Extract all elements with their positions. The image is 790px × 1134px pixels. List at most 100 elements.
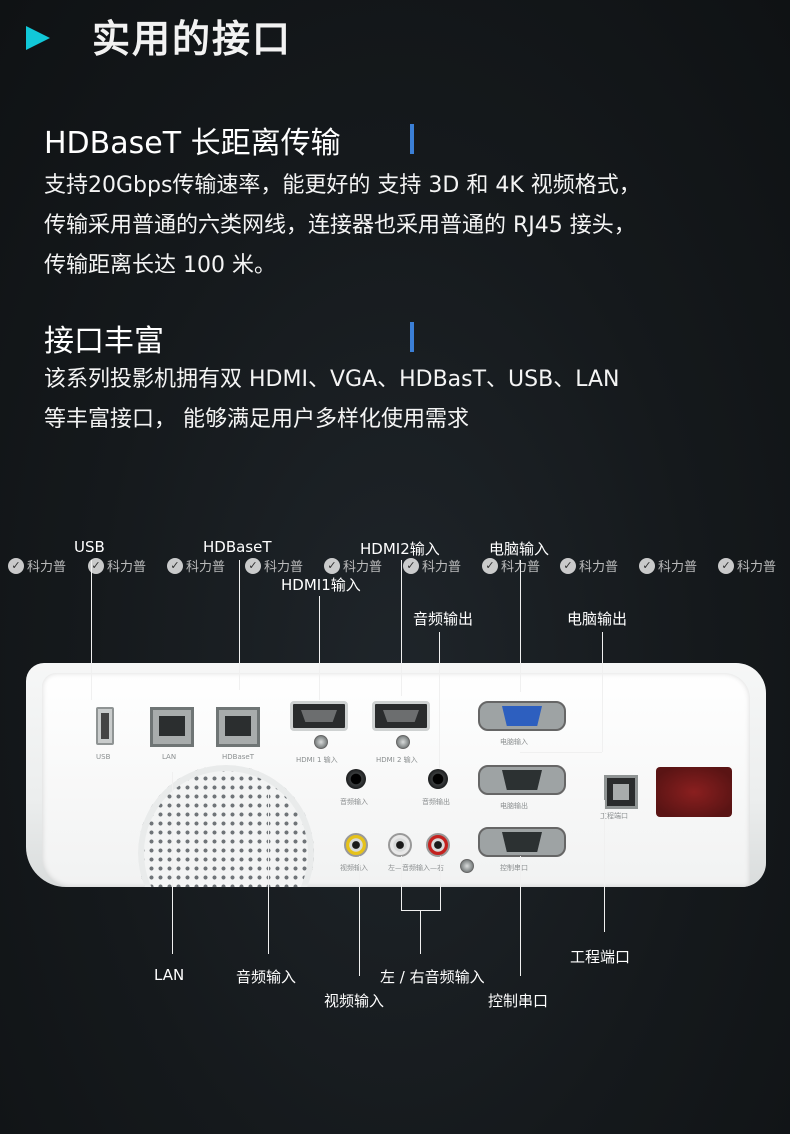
- audio-left-rca: [388, 833, 412, 857]
- callout-service-port: 工程端口: [570, 948, 631, 966]
- leader-line: [520, 560, 521, 692]
- watermark: ✓科力普: [560, 556, 618, 575]
- leader-line: [91, 560, 92, 700]
- watermark-text: 科力普: [658, 560, 698, 575]
- watermark-text: 科力普: [579, 560, 619, 575]
- section-body-interfaces: 该系列投影机拥有双 HDMI、VGA、HDBasT、USB、LAN 等丰富接口，…: [44, 360, 784, 440]
- body-line: 支持20Gbps传输速率，能更好的 支持 3D 和 4K 视频格式，: [44, 173, 641, 198]
- leader-line: [401, 856, 402, 910]
- kelipu-logo-icon: ✓: [718, 557, 734, 574]
- panel-label-hdbaset: HDBaseT: [222, 753, 254, 761]
- kelipu-logo-icon: ✓: [88, 557, 104, 574]
- leader-line: [520, 856, 521, 976]
- callout-audio-out: 音频输出: [413, 610, 474, 628]
- watermark: ✓科力普: [8, 556, 66, 575]
- watermark: ✓科力普: [639, 556, 697, 575]
- watermark: ✓科力普: [324, 556, 382, 575]
- callout-pc-in: 电脑输入: [489, 540, 550, 558]
- leader-line: [239, 560, 240, 690]
- kelipu-logo-icon: ✓: [560, 557, 576, 574]
- body-line: 传输距离长达 100 米。: [44, 253, 276, 278]
- body-line: 等丰富接口， 能够满足用户多样化使用需求: [44, 407, 469, 432]
- hdmi2-port: [372, 701, 430, 731]
- section-title-interfaces: 接口丰富: [44, 324, 164, 359]
- watermark: ✓科力普: [718, 556, 776, 575]
- section-title-hdbaset: HDBaseT 长距离传输: [44, 126, 341, 161]
- video-in-rca: [344, 833, 368, 857]
- leader-line: [359, 856, 360, 976]
- callout-lr-audio-in: 左 / 右音频输入: [380, 968, 485, 986]
- vga-in-port: [478, 701, 566, 731]
- body-line: 该系列投影机拥有双 HDMI、VGA、HDBasT、USB、LAN: [44, 367, 620, 392]
- kelipu-logo-icon: ✓: [245, 557, 261, 574]
- panel-label-serial: 控制串口: [500, 864, 528, 872]
- panel-label-video-in: 视频输入: [340, 864, 368, 872]
- play-arrow-icon: [26, 26, 50, 50]
- panel-label-lan: LAN: [162, 753, 177, 761]
- watermark-text: 科力普: [264, 560, 304, 575]
- panel-label-lr-in: 左—音频输入—右: [388, 864, 444, 872]
- callout-hdbaset: HDBaseT: [203, 538, 272, 556]
- leader-line: [602, 632, 603, 752]
- body-line: 传输采用普通的六类网线，连接器也采用普通的 RJ45 接头，: [44, 213, 636, 238]
- callout-pc-out: 电脑输出: [567, 610, 628, 628]
- panel-label-audio-out: 音频输出: [422, 798, 450, 806]
- callout-hdmi1-in: HDMI1输入: [281, 576, 361, 594]
- panel-label-audio-in: 音频输入: [340, 798, 368, 806]
- kelipu-logo-icon: ✓: [8, 557, 24, 574]
- callout-audio-in: 音频输入: [236, 968, 297, 986]
- kelipu-logo-icon: ✓: [324, 557, 340, 574]
- audio-out-jack: [428, 769, 448, 789]
- audio-right-rca: [426, 833, 450, 857]
- watermark: ✓科力普: [403, 556, 461, 575]
- panel-label-pc-in: 电脑输入: [500, 738, 528, 746]
- leader-line: [420, 910, 421, 954]
- watermark-text: 科力普: [27, 560, 67, 575]
- callout-video-in: 视频输入: [324, 992, 385, 1010]
- hdbaset-port: [216, 707, 260, 747]
- section-divider-bar: [410, 322, 414, 352]
- screw-icon: [314, 735, 328, 749]
- watermark: ✓科力普: [482, 556, 540, 575]
- watermark: ✓科力普: [245, 556, 303, 575]
- dsub-shell: [502, 770, 542, 790]
- service-port: [604, 775, 638, 809]
- kelipu-logo-icon: ✓: [403, 557, 419, 574]
- audio-in-jack: [346, 769, 366, 789]
- watermark-text: 科力普: [186, 560, 226, 575]
- kelipu-logo-icon: ✓: [167, 557, 183, 574]
- callout-usb: USB: [74, 538, 105, 556]
- panel-label-pc-out: 电脑输出: [500, 802, 528, 810]
- watermark-text: 科力普: [422, 560, 462, 575]
- watermark: ✓科力普: [167, 556, 225, 575]
- kelipu-logo-icon: ✓: [639, 557, 655, 574]
- leader-line: [172, 772, 173, 954]
- panel-label-service: 工程端口: [600, 812, 628, 820]
- usb-port: [96, 707, 114, 745]
- panel-recess: USB LAN HDBaseT HDMI 1 输入 HDMI 2 输入 电脑输入…: [42, 673, 750, 887]
- leader-line: [319, 596, 320, 700]
- screw-icon: [460, 859, 474, 873]
- ir-receiver-window: [656, 767, 732, 817]
- leader-line: [439, 632, 440, 768]
- screw-icon: [396, 735, 410, 749]
- callout-lan: LAN: [154, 966, 185, 984]
- panel-label-hdmi1: HDMI 1 输入: [296, 756, 338, 764]
- rs232-port: [478, 827, 566, 857]
- callout-hdmi2-in: HDMI2输入: [360, 540, 440, 558]
- page-title: 实用的接口: [92, 17, 293, 61]
- watermark: ✓科力普: [88, 556, 146, 575]
- leader-line: [268, 790, 269, 954]
- leader-line: [520, 752, 602, 753]
- leader-line: [604, 800, 605, 932]
- dsub-shell: [502, 832, 542, 852]
- panel-label-hdmi2: HDMI 2 输入: [376, 756, 418, 764]
- lan-port: [150, 707, 194, 747]
- watermark-text: 科力普: [107, 560, 147, 575]
- projector-rear-panel: USB LAN HDBaseT HDMI 1 输入 HDMI 2 输入 电脑输入…: [26, 663, 766, 887]
- panel-label-usb: USB: [96, 753, 111, 761]
- watermark-text: 科力普: [343, 560, 383, 575]
- section-divider-bar: [410, 124, 414, 154]
- callout-control-serial: 控制串口: [488, 992, 549, 1010]
